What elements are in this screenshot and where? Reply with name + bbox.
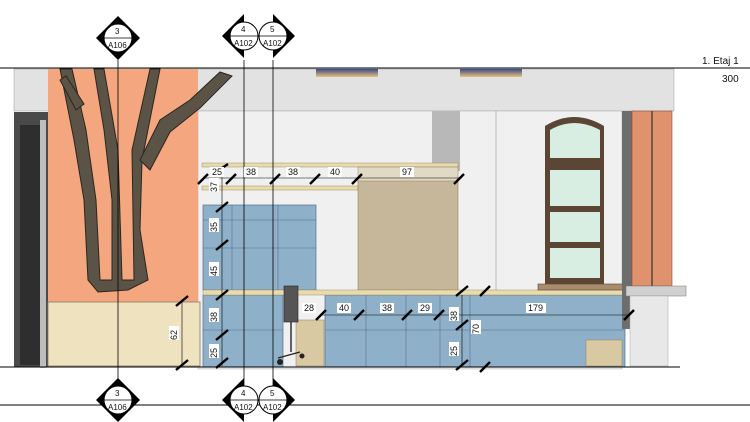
marker-number: 5 — [270, 389, 275, 398]
counter-top — [202, 289, 626, 296]
marker-sheet: A106 — [108, 403, 127, 412]
dim-counter-29: 29 — [420, 303, 430, 313]
dim-counter-h-38: 38 — [449, 311, 459, 321]
marker-number: 3 — [115, 27, 120, 36]
dim-counter-h-25: 25 — [449, 346, 459, 356]
dim-upper-97: 97 — [402, 167, 412, 177]
left-door-inner — [20, 125, 40, 365]
right-low-wall — [629, 295, 669, 367]
dim-counter-40: 40 — [339, 303, 349, 313]
grey-column — [432, 111, 460, 171]
marker-number: 4 — [241, 25, 246, 34]
chair — [277, 285, 305, 365]
dim-counter-38: 38 — [382, 303, 392, 313]
section-marker-top-4[interactable]: 4 A102 — [222, 14, 259, 58]
section-marker-top-5[interactable]: 5 A102 — [258, 14, 295, 58]
marker-sheet: A102 — [234, 403, 253, 412]
dim-left-45: 45 — [209, 266, 219, 276]
dimension-lines — [181, 168, 630, 366]
left-column-dimensions: 37 35 45 38 25 — [209, 178, 219, 358]
dim-upper-40: 40 — [330, 167, 340, 177]
section-marker-bottom-5[interactable]: 5 A102 — [258, 378, 295, 422]
height-dimensions: 62 38 70 25 — [169, 307, 481, 356]
marker-number: 4 — [241, 389, 246, 398]
dim-counter-h-70: 70 — [471, 324, 481, 334]
ceiling-lamp-right — [460, 69, 522, 77]
dim-upper-38b: 38 — [288, 167, 298, 177]
ceiling-lamp-left — [316, 69, 378, 77]
dim-left-38: 38 — [209, 312, 219, 322]
dim-left-35: 35 — [209, 222, 219, 232]
beige-panel — [357, 179, 459, 291]
upper-row-dimensions: 25 38 38 40 97 — [210, 167, 414, 177]
marker-sheet: A106 — [108, 41, 127, 50]
arched-window — [537, 117, 629, 291]
level-elevation: 300 — [722, 74, 739, 85]
dim-bench-62: 62 — [169, 330, 179, 340]
marker-number: 3 — [115, 389, 120, 398]
upper-shelf-strip — [201, 185, 359, 191]
level-name: 1. Etaj 1 — [702, 56, 739, 67]
dim-counter-179: 179 — [528, 303, 543, 313]
marker-sheet: A102 — [263, 39, 282, 48]
dim-upper-25: 25 — [212, 167, 222, 177]
right-wall-column — [622, 111, 632, 329]
tree-illustration — [59, 68, 233, 293]
counter-end-panel — [585, 339, 623, 367]
dim-left-25: 25 — [209, 348, 219, 358]
dim-counter-28: 28 — [304, 303, 314, 313]
dim-upper-38a: 38 — [246, 167, 256, 177]
section-marker-bottom-3[interactable]: 3 A106 — [96, 378, 140, 422]
marker-sheet: A102 — [263, 403, 282, 412]
right-ledge — [625, 285, 687, 297]
dim-left-37: 37 — [209, 182, 219, 192]
left-door-frame — [40, 120, 46, 368]
counter-row-dimensions: 28 40 38 29 179 — [302, 303, 546, 313]
marker-number: 5 — [270, 25, 275, 34]
section-marker-bottom-4[interactable]: 4 A102 — [222, 378, 259, 422]
section-marker-top-3[interactable]: 3 A106 — [96, 16, 140, 60]
drawer-unit — [295, 319, 325, 367]
marker-sheet: A102 — [234, 39, 253, 48]
